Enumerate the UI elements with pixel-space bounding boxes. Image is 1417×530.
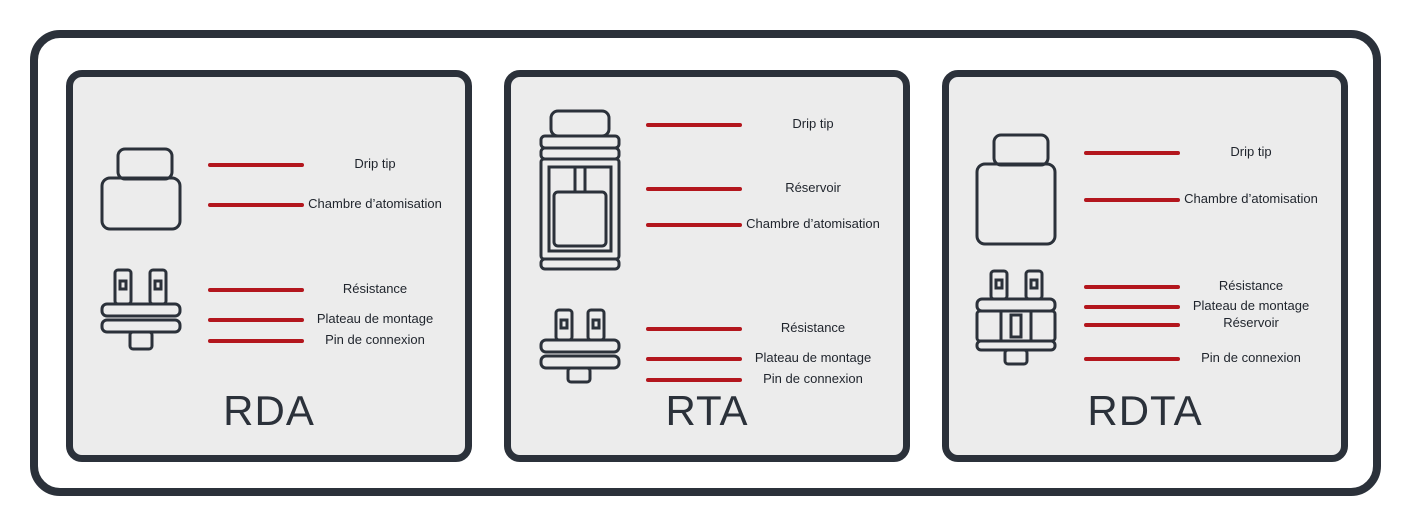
rda-label-chambre: Chambre d’atomisation <box>308 196 442 211</box>
rdta-title: RDTA <box>1087 387 1203 434</box>
rta-post-right <box>586 308 606 342</box>
rdta-drip-tip <box>992 133 1050 167</box>
rta-deck <box>539 338 621 354</box>
rda-post-left <box>113 268 133 306</box>
rda-label-drip-tip: Drip tip <box>354 156 396 171</box>
rda-atomizer-drawing <box>100 147 182 351</box>
panel-rdta: Drip tip Chambre d’atomisation Résistanc… <box>942 70 1348 462</box>
rdta-label-drip-tip: Drip tip <box>1230 144 1272 159</box>
panel-rda: Drip tip Chambre d’atomisation Résistanc… <box>66 70 472 462</box>
rda-drip-tip <box>116 147 174 181</box>
rta-label-resistance: Résistance <box>780 320 846 335</box>
rdta-chamber <box>975 162 1057 246</box>
rta-atomizer-drawing <box>539 109 621 384</box>
rdta-label-plateau: Plateau de montage <box>1192 298 1310 313</box>
rta-label-plateau: Plateau de montage <box>754 350 872 365</box>
rdta-label-chambre: Chambre d’atomisation <box>1184 191 1318 206</box>
rda-post-right <box>148 268 168 306</box>
rda-title: RDA <box>223 387 315 434</box>
rta-post-left <box>554 308 574 342</box>
rda-chamber <box>100 176 182 231</box>
panel-rta: Drip tip Réservoir Chambre d’atomisation… <box>504 70 910 462</box>
rdta-pin <box>1003 348 1029 366</box>
rta-label-chambre: Chambre d’atomisation <box>746 216 880 231</box>
rda-deck <box>100 302 182 318</box>
rta-label-reservoir: Réservoir <box>785 180 841 195</box>
rta-label-drip-tip: Drip tip <box>792 116 834 131</box>
rdta-deck <box>975 297 1057 313</box>
rta-pin <box>566 366 592 384</box>
rdta-post-left <box>989 269 1009 301</box>
rta-title: RTA <box>665 387 749 434</box>
rdta-label-resistance: Résistance <box>1218 278 1284 293</box>
rda-pin <box>128 330 154 351</box>
rdta-atomizer-drawing <box>975 133 1057 366</box>
rda-label-plateau: Plateau de montage <box>316 311 434 326</box>
rdta-label-pin: Pin de connexion <box>1201 350 1301 365</box>
rdta-post-right <box>1024 269 1044 301</box>
rta-chamber <box>552 190 608 248</box>
rda-label-pin: Pin de connexion <box>325 332 425 347</box>
rdta-label-reservoir: Réservoir <box>1223 315 1279 330</box>
rta-label-pin: Pin de connexion <box>763 371 863 386</box>
rta-drip-tip <box>549 109 611 138</box>
rda-label-resistance: Résistance <box>342 281 408 296</box>
